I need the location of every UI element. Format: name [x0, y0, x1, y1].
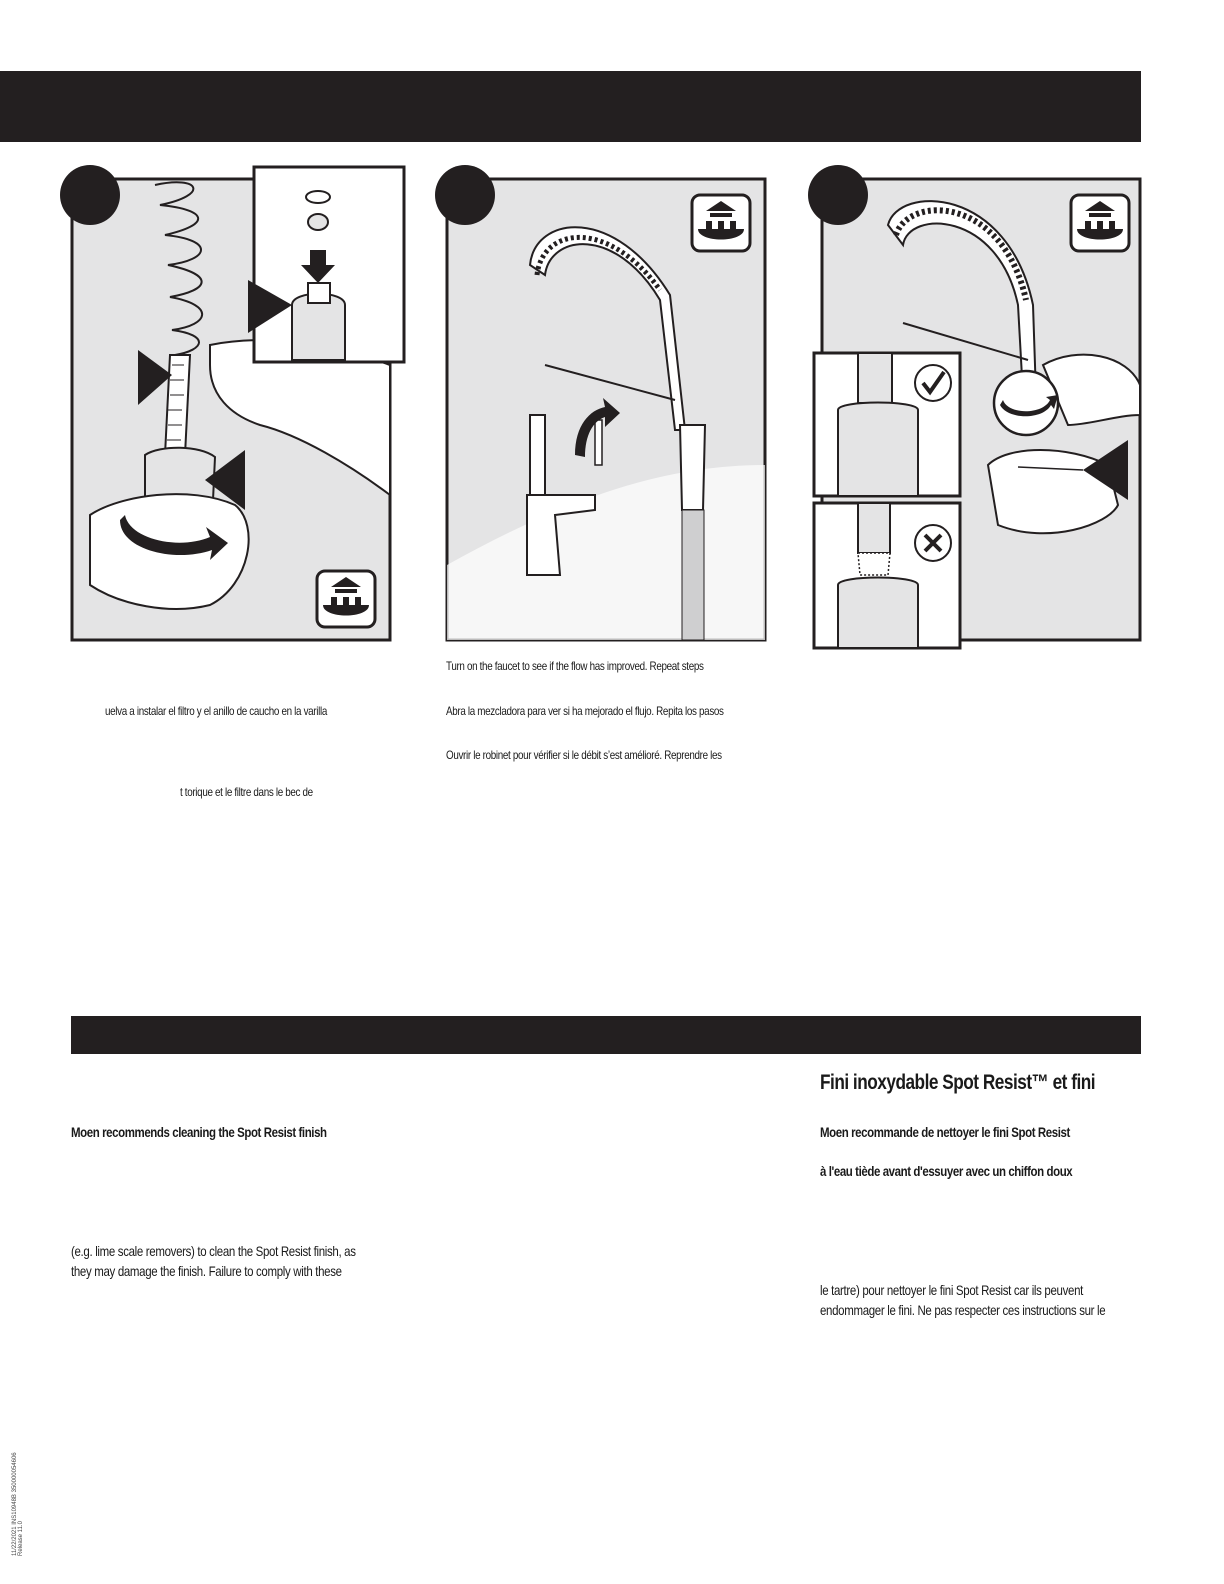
- step-text-es-reinstall: uelva a instalar el filtro y el anillo d…: [105, 704, 327, 718]
- care-warm-water-fr: à l'eau tiède avant d'essuyer avec un ch…: [820, 1163, 1073, 1179]
- care-heading-fr: Fini inoxydable Spot Resist™ et fini: [820, 1071, 1096, 1094]
- section-header-bar-top: [0, 71, 1141, 142]
- step-text-fr-reinstall: t torique et le filtre dans le bec de: [180, 785, 313, 799]
- step-illustration-check-hose-connection: [808, 165, 1144, 651]
- remove-aerator-icon: [690, 193, 752, 253]
- care-warning-fr-1: le tartre) pour nettoyer le fini Spot Re…: [820, 1282, 1083, 1298]
- care-recommend-en: Moen recommends cleaning the Spot Resist…: [71, 1124, 327, 1140]
- care-warning-en-2: they may damage the finish. Failure to c…: [71, 1263, 342, 1279]
- step-text-fr-open: Ouvrir le robinet pour vérifier si le dé…: [446, 748, 722, 762]
- care-warning-fr-2: endommager le fini. Ne pas respecter ces…: [820, 1302, 1106, 1318]
- care-recommend-fr: Moen recommande de nettoyer le fini Spot…: [820, 1124, 1070, 1140]
- rotate-arrow-icon: [120, 515, 228, 560]
- step-text-es-open: Abra la mezcladora para ver si ha mejora…: [446, 704, 724, 718]
- care-warning-en-1: (e.g. lime scale removers) to clean the …: [71, 1243, 356, 1259]
- check-icon: [914, 364, 952, 402]
- section-header-bar-care: [71, 1016, 1141, 1054]
- step-illustration-turn-on-faucet: [435, 165, 767, 643]
- footer-line-2: Release 11.0: [18, 1521, 24, 1556]
- remove-aerator-icon: [1069, 193, 1131, 253]
- cross-icon: [914, 524, 952, 562]
- remove-aerator-icon: [315, 569, 377, 629]
- step-text-en-turn-on: Turn on the faucet to see if the flow ha…: [446, 659, 704, 673]
- document-footer: 11/22/2021 INS10948B 350000054606 Releas…: [12, 1452, 24, 1556]
- step-illustration-reinstall-filter: [60, 165, 406, 643]
